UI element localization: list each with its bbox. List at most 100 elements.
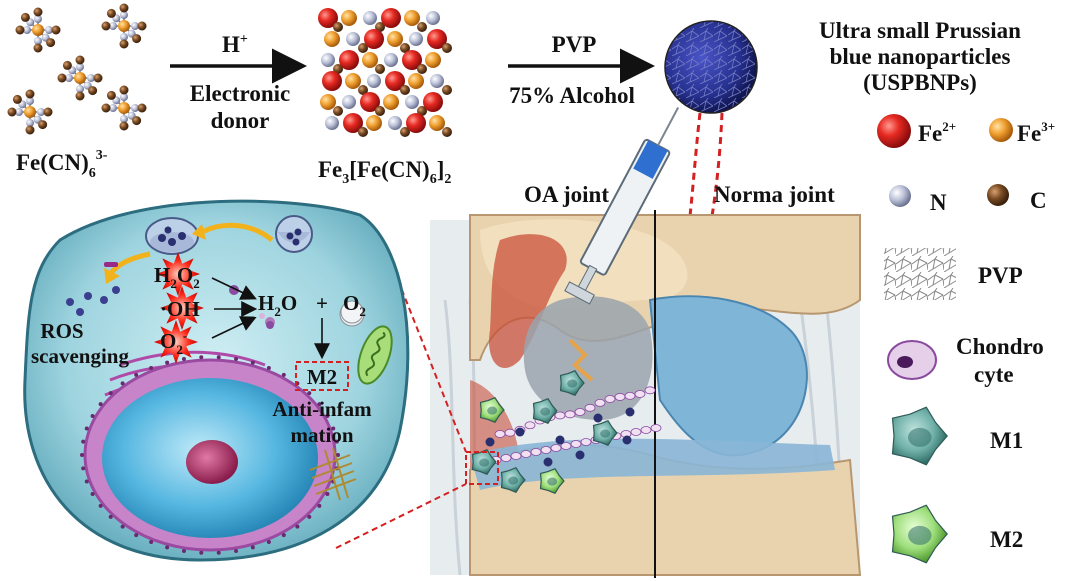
chondrocyte xyxy=(650,424,662,432)
lattice-atom xyxy=(423,92,443,112)
legend-m1-icon xyxy=(891,406,948,466)
lattice-atom xyxy=(322,71,342,91)
lattice-atom xyxy=(427,29,447,49)
legend-n-label: N xyxy=(930,190,947,215)
ros-burst-icon xyxy=(156,252,200,296)
ribosome-dot xyxy=(134,372,139,377)
ribosome-dot xyxy=(266,540,271,545)
chondrocyte xyxy=(630,428,642,436)
legend-chondrocyte-label-2: cyte xyxy=(974,362,1014,387)
chondrocyte xyxy=(640,426,652,434)
ribosome-dot xyxy=(216,355,221,360)
ribosome-dot xyxy=(81,466,86,471)
lattice-atom xyxy=(362,52,378,68)
ribosome-dot xyxy=(317,402,322,407)
nanoparticle-title-3: (USPBNPs) xyxy=(863,70,977,95)
ribosome-dot xyxy=(266,365,271,370)
ribosome-dot xyxy=(307,514,312,519)
m2-box-label: M2 xyxy=(307,365,337,389)
lattice-atom xyxy=(345,73,361,89)
prussian-blue-crystal xyxy=(318,8,452,137)
lattice-atom xyxy=(429,115,445,131)
oxygen-label: O2 xyxy=(343,291,366,319)
ribosome-dot xyxy=(307,391,312,396)
lattice-atom xyxy=(320,94,336,110)
step1-caption-2: donor xyxy=(211,108,270,133)
nanoparticle-dot xyxy=(555,435,565,445)
legend-fe3-label: Fe3+ xyxy=(1017,119,1055,146)
nanoparticle-title-1: Ultra small Prussian xyxy=(819,18,1021,43)
endosome-icon-2 xyxy=(275,215,313,253)
lattice-atom xyxy=(375,106,385,116)
ribosome-dot xyxy=(325,413,330,418)
ferricyanide-complex xyxy=(101,3,147,49)
nanoparticle-dot xyxy=(100,296,108,304)
m2-box xyxy=(295,361,349,391)
ribosome-dot xyxy=(90,492,95,497)
lattice-atom xyxy=(425,52,441,68)
legend-chondrocyte-icon xyxy=(887,340,937,380)
superoxide-label: O2- xyxy=(160,328,187,357)
step2-caption: 75% Alcohol xyxy=(509,83,635,108)
chondrocyte xyxy=(524,421,536,430)
oa-joint-label: OA joint xyxy=(524,182,609,207)
lattice-atom xyxy=(325,116,339,130)
ros-burst-icon xyxy=(154,320,198,364)
legend-fe2-icon xyxy=(877,114,911,148)
ferricyanide-complex xyxy=(57,55,103,101)
ribosome-dot xyxy=(98,503,103,508)
lattice-atom xyxy=(387,31,403,47)
lattice-atom xyxy=(333,22,343,32)
lattice-atom xyxy=(426,11,440,25)
lattice-atom xyxy=(400,127,410,137)
ferricyanide-complex xyxy=(7,89,53,135)
legend-pvp-label: PVP xyxy=(978,263,1023,288)
chondrocyte xyxy=(494,430,506,438)
chondrocyte xyxy=(554,411,566,420)
ribosome-dot xyxy=(199,355,204,360)
chondrocyte xyxy=(530,448,542,456)
lattice-atom xyxy=(367,74,381,88)
lattice-atom xyxy=(360,92,380,112)
lattice-atom xyxy=(402,50,422,70)
m1-macrophage xyxy=(471,449,497,475)
m1-macrophage xyxy=(532,398,558,424)
lattice-atom xyxy=(364,29,384,49)
lattice-atom xyxy=(358,85,368,95)
anti-inflammation-label-1: Anti-infam xyxy=(272,397,372,421)
ribosome-dot xyxy=(317,503,322,508)
ferricyanide-complex xyxy=(15,7,61,53)
lattice-atom xyxy=(366,115,382,131)
lattice-atom xyxy=(430,74,444,88)
lattice-atom xyxy=(417,64,427,74)
legend-c-label: C xyxy=(1030,188,1047,213)
ribosome-dot xyxy=(134,533,139,538)
legend-fe3-icon xyxy=(989,118,1013,142)
step1-caption-1: Electronic xyxy=(190,81,291,106)
ribosome-dot xyxy=(334,439,339,444)
lattice-atom xyxy=(342,95,356,109)
h2o2-label: H2O2 xyxy=(154,263,200,291)
nanoparticle-dot xyxy=(76,308,84,316)
anti-inflammation-label-2: mation xyxy=(291,423,354,447)
water-label: H2O xyxy=(258,291,297,319)
chondrocyte xyxy=(504,428,516,437)
uspbnp-nanoparticle xyxy=(664,20,758,114)
ferricyanide-molecules xyxy=(7,3,147,135)
lattice-atom xyxy=(381,8,401,28)
nanoparticle-dot xyxy=(515,427,525,437)
zoom-box xyxy=(465,451,499,485)
lattice-atom xyxy=(406,113,426,133)
legend-m1-label: M1 xyxy=(990,428,1023,453)
legend-fe2-label: Fe2+ xyxy=(918,119,956,146)
ribosome-dot xyxy=(325,492,330,497)
m1-macrophage xyxy=(891,406,948,466)
nanoparticle-dot xyxy=(575,450,585,460)
chondrocyte xyxy=(510,452,522,460)
endocytosis-arrow xyxy=(200,222,274,242)
ribosome-dot xyxy=(216,550,221,555)
chondrocyte xyxy=(580,438,592,446)
zoom-line-bottom xyxy=(335,483,467,549)
legend-m2-label: M2 xyxy=(990,527,1023,552)
lattice-atom xyxy=(417,106,427,116)
